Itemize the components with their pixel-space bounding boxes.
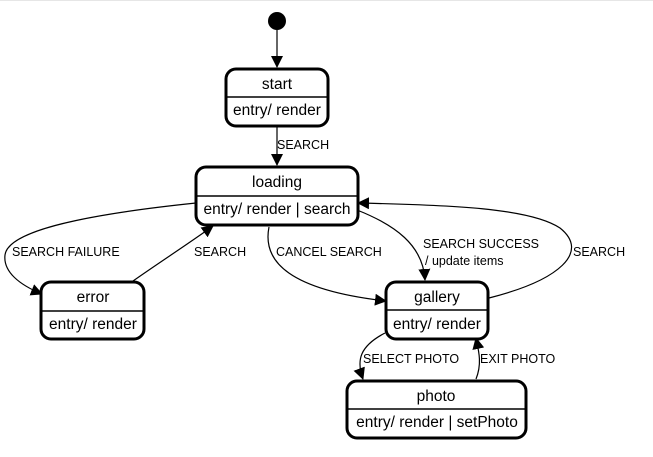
state-loading: loading entry/ render | search — [194, 165, 360, 227]
edge-loading-to-error — [4, 202, 197, 296]
state-start: start entry/ render — [224, 67, 330, 128]
label-photo-to-gallery: EXIT PHOTO — [480, 352, 556, 366]
label-loading-to-gallery-cancel: CANCEL SEARCH — [276, 245, 382, 259]
state-loading-actions: entry/ render | search — [203, 201, 350, 218]
state-start-actions: entry/ render — [233, 102, 321, 119]
note-loading-to-gallery-success: / update items — [425, 254, 504, 268]
label-start-to-loading: SEARCH — [277, 138, 329, 152]
label-loading-to-gallery-success: SEARCH SUCCESS — [423, 237, 539, 251]
top-border-line — [0, 0, 653, 1]
edge-gallery-to-photo — [353, 332, 386, 380]
state-error-name: error — [77, 289, 110, 306]
state-photo-actions: entry/ render | setPhoto — [356, 414, 518, 431]
edge-loading-to-gallery-cancel — [267, 226, 387, 306]
label-gallery-to-photo: SELECT PHOTO — [363, 352, 459, 366]
state-error-actions: entry/ render — [49, 316, 137, 333]
state-loading-name: loading — [252, 174, 302, 191]
state-start-name: start — [262, 76, 293, 93]
label-gallery-to-loading: SEARCH — [573, 245, 625, 259]
edge-photo-to-gallery — [472, 337, 485, 380]
state-error: error entry/ render — [39, 280, 146, 341]
edge-error-to-loading — [132, 225, 214, 282]
state-photo: photo entry/ render | setPhoto — [345, 379, 528, 440]
state-gallery-name: gallery — [414, 289, 460, 306]
state-gallery-actions: entry/ render — [393, 316, 481, 333]
edge-gallery-to-loading — [357, 197, 573, 299]
initial-state-dot — [268, 12, 286, 30]
label-loading-to-error: SEARCH FAILURE — [12, 245, 120, 259]
label-error-to-loading: SEARCH — [194, 245, 246, 259]
state-gallery: gallery entry/ render — [384, 280, 490, 341]
edge-loading-to-gallery-success — [356, 209, 431, 281]
state-photo-name: photo — [417, 388, 456, 405]
